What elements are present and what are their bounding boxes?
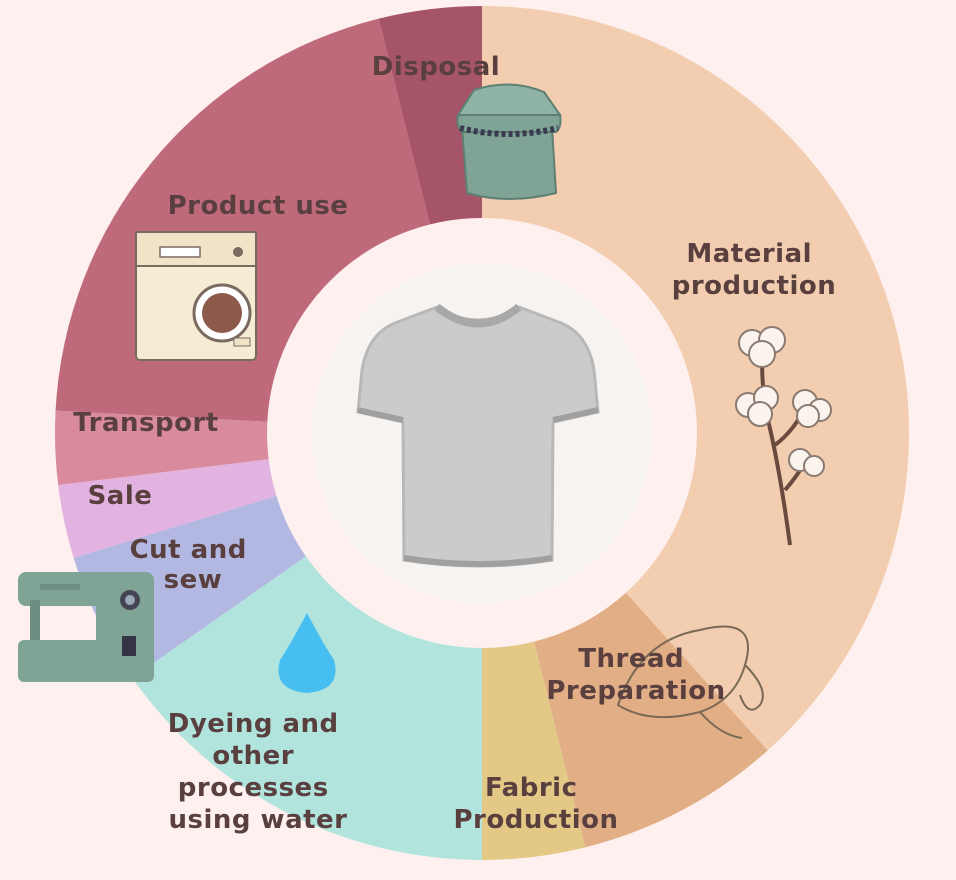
- label-disposal-line1: Disposal: [372, 52, 500, 82]
- label-sale-line1: Sale: [88, 481, 153, 511]
- segment-thread-preparation: [532, 589, 768, 848]
- segment-sale: [58, 458, 282, 558]
- label-dyeing-line2: other: [212, 741, 294, 771]
- label-sale: Sale: [88, 481, 153, 511]
- label-disposal: Disposal: [372, 52, 500, 82]
- washing-machine-icon: [135, 231, 257, 361]
- label-material-line1: Material: [686, 239, 812, 269]
- label-dyeing: Dyeing and other processes using water: [168, 709, 348, 835]
- segment-fabric-production: [482, 636, 586, 860]
- label-use-line1: Product use: [168, 191, 349, 221]
- label-transport-line1: Transport: [73, 408, 218, 438]
- segment-disposal: [378, 5, 482, 230]
- label-cut-line1: Cut and: [130, 535, 247, 565]
- cotton-plant-icon: [735, 326, 832, 546]
- label-thread-preparation: Thread Preparation: [546, 644, 725, 706]
- label-thread-line2: Preparation: [546, 676, 725, 706]
- label-transport: Transport: [73, 408, 218, 438]
- thread-icon: [616, 625, 764, 739]
- segment-dyeing: [132, 553, 482, 860]
- label-product-use: Product use: [168, 191, 349, 221]
- label-cut-and-sew: Cut and sew: [130, 535, 257, 595]
- segment-transport: [55, 410, 274, 486]
- label-material-line2: production: [672, 271, 837, 301]
- label-dyeing-line1: Dyeing and: [168, 709, 339, 739]
- sewing-machine-icon: [18, 572, 154, 682]
- trash-bin-icon: [456, 83, 562, 200]
- label-fabric-line1: Fabric: [485, 773, 578, 803]
- label-dyeing-line3: processes: [178, 773, 329, 803]
- label-fabric-line2: Production: [454, 805, 619, 835]
- label-dyeing-line4: using water: [168, 805, 347, 835]
- segment-material-production: [482, 6, 909, 751]
- label-material-production: Material production: [672, 239, 837, 301]
- label-fabric-production: Fabric Production: [454, 773, 619, 835]
- label-thread-line1: Thread: [578, 644, 684, 674]
- label-cut-line2: sew: [164, 565, 223, 595]
- water-drop-icon: [278, 613, 336, 693]
- tshirt-icon: [356, 303, 600, 568]
